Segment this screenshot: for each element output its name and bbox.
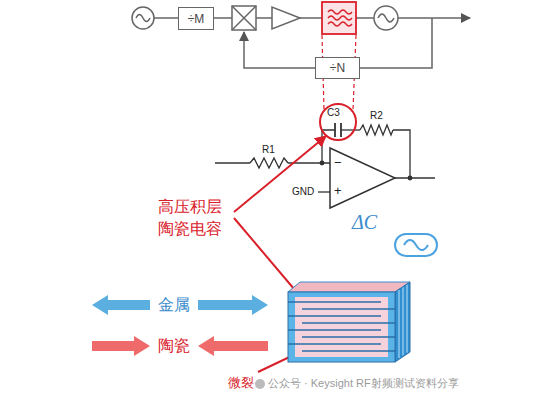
highlight-circle: [320, 104, 356, 140]
loop-filter: [322, 2, 356, 34]
pin-label: −: [334, 155, 342, 171]
electrode-layer: [302, 336, 395, 338]
filter-symbol: [328, 10, 352, 26]
sine-symbol: [136, 15, 150, 22]
wire: [318, 191, 330, 192]
output-wire: [395, 177, 435, 178]
electrode-layer: [302, 322, 395, 324]
component-label: R2: [370, 110, 383, 122]
feedback-wire: [360, 18, 432, 68]
electrode-layer: [288, 329, 381, 331]
mixer-box: [232, 6, 256, 30]
wire: [300, 17, 322, 19]
capacitance-change: ΔC: [352, 210, 377, 234]
sine-badge: [395, 234, 437, 256]
junction-dot: [408, 176, 412, 180]
electrode-edge: [399, 290, 400, 358]
mlcc-side-stripes: [399, 285, 407, 358]
pll-wires: [132, 6, 470, 68]
divider-label: ÷M: [188, 13, 205, 25]
pin-label: GND: [292, 186, 314, 198]
mlcc-illustration: [288, 282, 410, 362]
reference-oscillator: [132, 7, 154, 29]
divider-label: ÷N: [330, 62, 345, 74]
watermark-icon: [255, 379, 265, 389]
electrode-layer: [288, 301, 381, 303]
material-label: 陶瓷: [158, 336, 190, 355]
mixer-cross: [232, 6, 256, 30]
capacitor-symbol: [335, 123, 341, 137]
opamp-symbol: [330, 148, 395, 208]
material-label: 金属: [158, 295, 190, 314]
wire: [356, 17, 374, 19]
electrode-layer: [302, 308, 395, 310]
wire: [154, 17, 178, 19]
electrode-layer: [288, 343, 381, 345]
wire: [341, 129, 360, 130]
leader-line: [234, 218, 300, 296]
mlcc-front-face: [288, 292, 395, 362]
wire: [256, 17, 272, 19]
mlcc-ceramic: [295, 297, 388, 357]
vco-oscillator: [374, 6, 398, 30]
watermark: 公众号 · Keysight RF射频测试资料分享: [268, 377, 459, 390]
wire: [215, 162, 250, 163]
electrode-layer: [288, 315, 381, 317]
resistor-symbol: [250, 158, 288, 168]
sine-symbol: [378, 14, 394, 22]
amplifier-symbol: [272, 7, 300, 29]
mlcc-side-face: [395, 282, 410, 362]
wechat-icon: [255, 379, 265, 389]
divider-box: ÷N: [315, 57, 360, 79]
metal-arrow: [92, 295, 150, 315]
filter-box: [322, 2, 356, 34]
metal-arrow: [198, 295, 268, 315]
callout-text: 高压积层 陶瓷电容: [158, 196, 228, 239]
wire: [214, 17, 232, 19]
component-label: C3: [327, 107, 340, 119]
resistor-symbol: [360, 125, 393, 135]
ceramic-arrow: [92, 336, 150, 356]
divider-box: ÷M: [178, 7, 214, 30]
wire: [393, 130, 410, 178]
expansion-arrows: [92, 295, 268, 356]
pin-label: +: [334, 183, 342, 199]
ac-source-symbol: [395, 234, 437, 256]
feedback-wire: [244, 32, 315, 68]
electrode-edge: [407, 285, 408, 353]
mlcc-electrodes: [288, 302, 395, 351]
ceramic-arrow: [198, 336, 268, 356]
junction-dot: [320, 161, 324, 165]
electrode-layer: [302, 350, 395, 352]
sine-symbol: [404, 240, 428, 250]
mlcc-top-face: [288, 282, 410, 292]
electrode-edge: [403, 287, 404, 355]
leader-line: [234, 136, 326, 212]
component-label: R1: [262, 144, 275, 156]
output-arrow: [398, 17, 470, 19]
callout-text: 微裂: [228, 375, 254, 391]
